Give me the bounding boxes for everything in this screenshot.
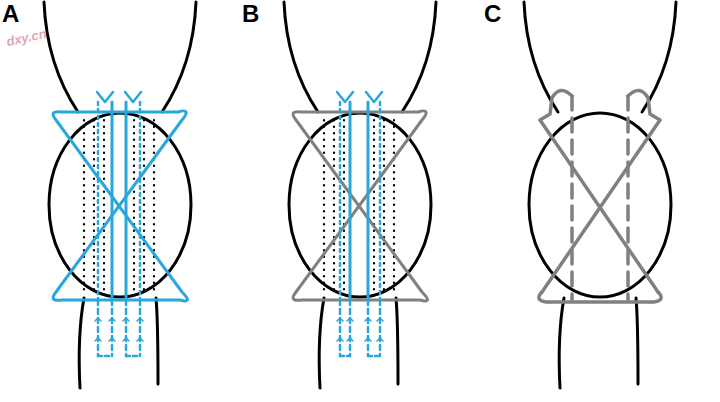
direction-arrow — [137, 318, 143, 321]
tibia-outline — [79, 298, 84, 388]
wire-loop — [98, 355, 112, 358]
direction-arrow — [123, 318, 129, 321]
knee-panel — [44, 2, 196, 388]
k-wire — [367, 102, 370, 300]
fracture-dots — [143, 120, 145, 292]
k-wire — [139, 102, 142, 300]
wire-bend — [125, 92, 141, 102]
wire-bend — [97, 92, 113, 102]
direction-arrow — [137, 338, 143, 341]
fracture-dots — [393, 120, 395, 292]
wire-bend — [337, 92, 353, 102]
tibia-outline — [396, 298, 398, 384]
femur-outline — [284, 2, 318, 112]
direction-arrow — [95, 338, 101, 341]
fracture-dots — [103, 120, 105, 292]
fracture-dots — [333, 120, 335, 292]
figure-eight-wire — [539, 292, 661, 302]
direction-arrow — [337, 318, 343, 321]
cannulated-screw — [570, 96, 574, 300]
wire-loop — [126, 355, 140, 358]
fracture-dots — [133, 120, 135, 292]
k-wire-tip — [139, 300, 142, 356]
direction-arrow — [95, 318, 101, 321]
direction-arrow — [123, 338, 129, 341]
fracture-dots — [93, 120, 95, 292]
knee-panel — [524, 2, 676, 388]
k-wire — [97, 102, 100, 300]
k-wire-tip — [111, 300, 114, 356]
figure-eight-wire — [540, 90, 658, 292]
wire-loop — [368, 355, 380, 358]
k-wire-tip — [339, 300, 342, 356]
k-wire-tip — [349, 300, 352, 356]
k-wire-tip — [379, 300, 382, 356]
femur-outline — [44, 2, 78, 112]
direction-arrow — [377, 338, 383, 341]
figure-eight-wire — [542, 90, 660, 292]
fracture-dots — [323, 120, 325, 292]
tibia-outline — [319, 298, 324, 388]
k-wire-tip — [367, 300, 370, 356]
k-wire-tip — [97, 300, 100, 356]
fracture-dots — [383, 120, 385, 292]
direction-arrow — [347, 338, 353, 341]
tibia-outline — [156, 298, 158, 384]
fracture-dots — [373, 120, 375, 292]
watermark: dxy.cn — [5, 26, 48, 49]
knee-panel — [284, 2, 436, 388]
direction-arrow — [377, 318, 383, 321]
k-wire — [379, 102, 382, 300]
k-wire — [349, 102, 352, 300]
direction-arrow — [109, 338, 115, 341]
k-wire — [125, 102, 128, 300]
k-wire — [111, 102, 114, 300]
k-wire — [339, 102, 342, 300]
figure-eight-wire — [53, 111, 187, 301]
wire-bend — [366, 92, 382, 102]
cannulated-screw — [626, 96, 630, 300]
fracture-dots — [343, 120, 345, 292]
tibia-outline — [636, 298, 638, 384]
tibia-outline — [559, 298, 564, 388]
direction-arrow — [337, 338, 343, 341]
fracture-dots — [83, 120, 85, 292]
femur-outline — [402, 2, 436, 112]
femur-outline — [162, 2, 196, 112]
panel-letter: B — [242, 0, 259, 28]
direction-arrow — [365, 338, 371, 341]
direction-arrow — [109, 318, 115, 321]
figure-eight-wire — [293, 111, 427, 301]
panel-letter: A — [2, 0, 19, 28]
direction-arrow — [347, 318, 353, 321]
k-wire-tip — [125, 300, 128, 356]
panel-letter: C — [484, 0, 501, 28]
fracture-dots — [153, 120, 155, 292]
wire-loop — [340, 355, 350, 358]
direction-arrow — [365, 318, 371, 321]
